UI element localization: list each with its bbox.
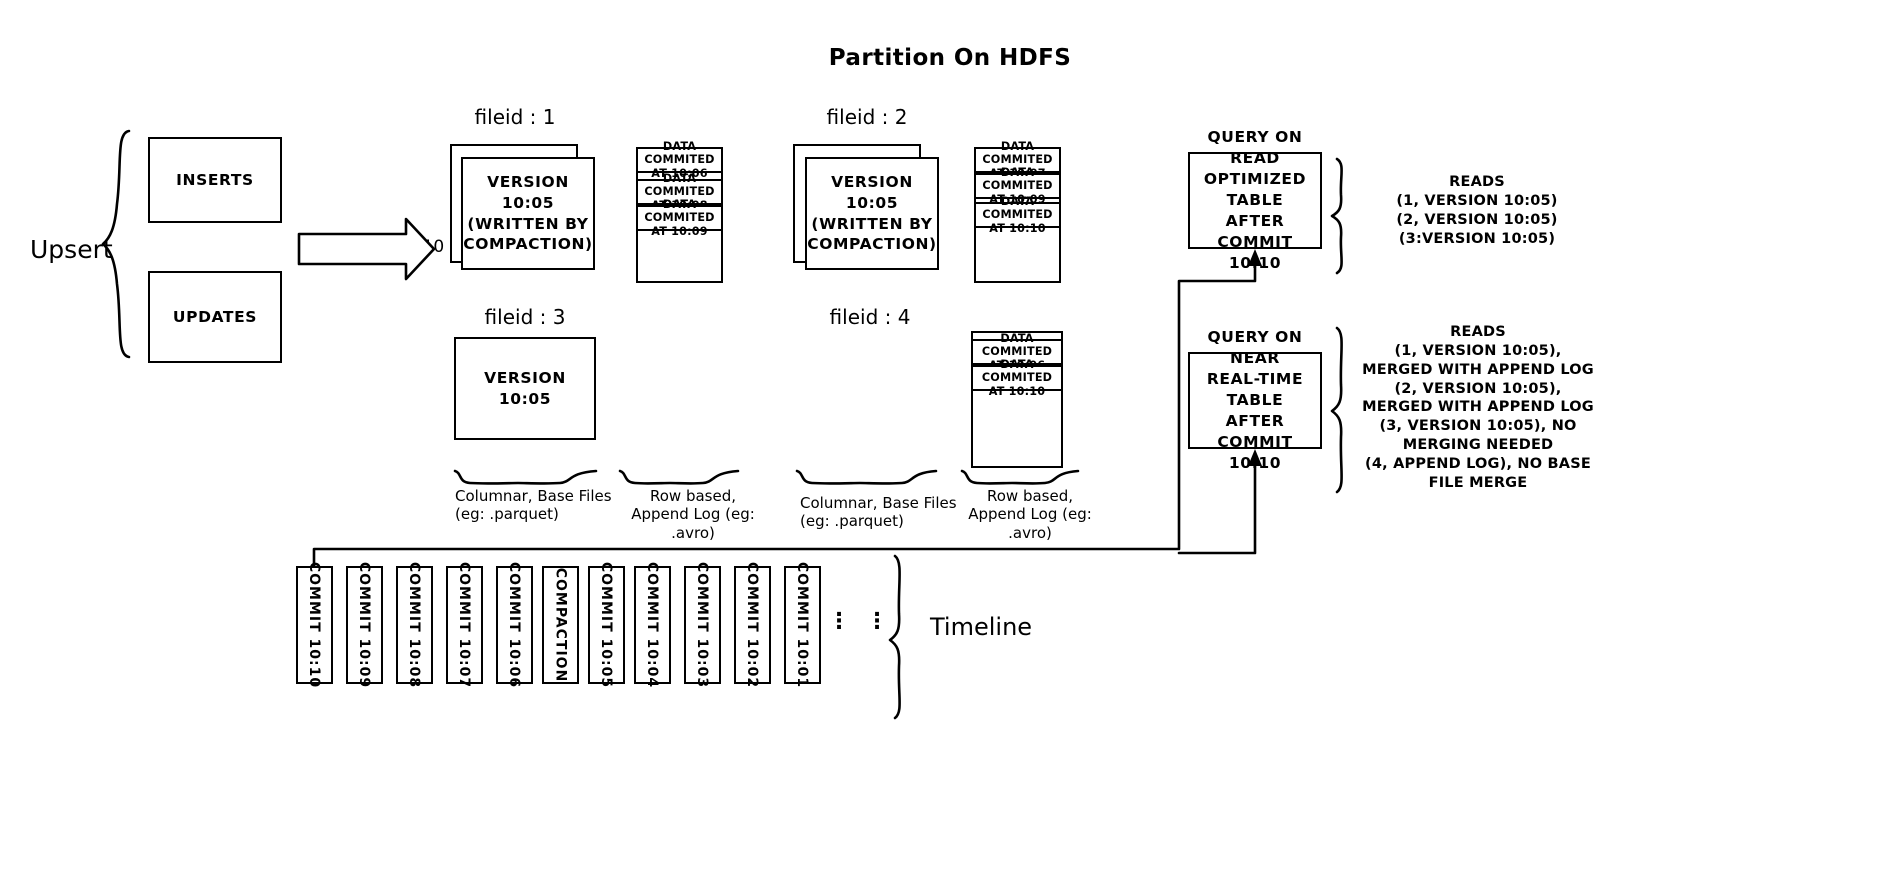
query-near-real-time-label: QUERY ON NEAR REAL-TIME TABLE AFTER COMM… — [1206, 328, 1304, 472]
timeline-item-label: COMMIT 10:07 — [456, 561, 473, 689]
timeline-item-label: COMMIT 10:10 — [306, 561, 323, 689]
fileid-2-base-file: VERSION 10:05 (WRITTEN BY COMPACTION) — [805, 157, 939, 270]
timeline-item-label: COMMIT 10:05 — [598, 561, 615, 689]
timeline-item-6[interactable]: COMMIT 10:05 — [588, 562, 625, 688]
reads-near-real-time: READS (1, VERSION 10:05), MERGED WITH AP… — [1362, 324, 1594, 491]
brace-rowbased-right — [960, 469, 1080, 485]
fileid-2-log-entry-3: DATA COMMITED AT 10:10 — [974, 195, 1061, 235]
timeline-item-label: COMMIT 10:08 — [406, 561, 423, 689]
fileid-1-log-entry-1: DATA COMMITED AT 10:06 — [636, 140, 723, 180]
fileid-1-base-file: VERSION 10:05 (WRITTEN BY COMPACTION) — [461, 157, 595, 270]
query-read-optimized-label: QUERY ON READ OPTIMIZED TABLE AFTER COMM… — [1203, 128, 1307, 272]
brace-columnar-right — [795, 469, 938, 485]
fileid-4-log-entry-2: DATA COMMITED AT 10:10 — [971, 358, 1063, 398]
fileid-3-base-file-label: VERSION 10:05 — [484, 368, 566, 408]
timeline-item-10[interactable]: COMMIT 10:01 — [784, 562, 821, 688]
timeline-item-label: COMMIT 10:03 — [694, 561, 711, 689]
timeline-item-2[interactable]: COMMIT 10:08 — [396, 562, 433, 688]
upsert-label: Upsert — [30, 235, 113, 264]
timeline-ellipsis-2: ⋮ — [866, 609, 889, 634]
timeline-item-label: COMMIT 10:04 — [644, 561, 661, 689]
brace-timeline — [888, 554, 901, 720]
timeline-ellipsis-1: ⋮ — [828, 609, 851, 634]
fileid-1-heading: fileid : 1 — [474, 105, 556, 129]
caption-rowbased-left: Row based, Append Log (eg: .avro) — [631, 487, 755, 542]
log-entry-text: DATA COMMITED AT 10:06 — [644, 139, 715, 180]
timeline-item-3[interactable]: COMMIT 10:07 — [446, 562, 483, 688]
timeline-label: Timeline — [930, 613, 1033, 641]
fileid-4-heading: fileid : 4 — [829, 305, 911, 329]
timeline-item-9[interactable]: COMMIT 10:02 — [734, 562, 771, 688]
timeline-item-8[interactable]: COMMIT 10:03 — [684, 562, 721, 688]
updates-box: UPDATES — [148, 271, 282, 363]
commit-arrow-label: Commit 10:10 — [323, 237, 445, 257]
fileid-1-base-file-label: VERSION 10:05 (WRITTEN BY COMPACTION) — [463, 172, 593, 254]
fileid-2-heading: fileid : 2 — [826, 105, 908, 129]
fileid-2-log-entry-2: DATA COMMITED AT 10:09 — [974, 166, 1061, 206]
brace-columnar-left — [453, 469, 598, 485]
log-entry-text: DATA COMMITED AT 10:10 — [982, 194, 1053, 235]
brace-reads-near-real-time — [1330, 326, 1343, 494]
updates-label: UPDATES — [172, 307, 258, 326]
connector-to-near-real-time — [1177, 460, 1257, 555]
fileid-3-heading: fileid : 3 — [484, 305, 566, 329]
log-entry-text: DATA COMMITED AT 10:10 — [981, 357, 1053, 398]
timeline-item-label: COMPACTION — [552, 567, 569, 683]
query-read-optimized-box: QUERY ON READ OPTIMIZED TABLE AFTER COMM… — [1188, 128, 1322, 272]
inserts-label: INSERTS — [176, 170, 254, 189]
timeline-item-0[interactable]: COMMIT 10:10 — [296, 562, 333, 688]
log-entry-text: DATA COMMITED AT 10:09 — [644, 197, 715, 238]
page-title: Partition On HDFS — [828, 45, 1072, 71]
timeline-item-4[interactable]: COMMIT 10:06 — [496, 562, 533, 688]
timeline-item-7[interactable]: COMMIT 10:04 — [634, 562, 671, 688]
timeline-item-label: COMMIT 10:01 — [794, 561, 811, 689]
timeline-item-label: COMMIT 10:09 — [356, 561, 373, 689]
brace-reads-read-optimized — [1330, 157, 1343, 275]
fileid-1-log-entry-3: DATA COMMITED AT 10:09 — [636, 198, 723, 238]
timeline-item-label: COMMIT 10:02 — [744, 561, 761, 689]
inserts-box: INSERTS — [148, 137, 282, 223]
fileid-3-base-file: VERSION 10:05 — [454, 337, 596, 440]
reads-read-optimized: READS (1, VERSION 10:05) (2, VERSION 10:… — [1396, 174, 1558, 247]
timeline-item-label: COMMIT 10:06 — [506, 561, 523, 689]
timeline-item-5[interactable]: COMPACTION — [542, 566, 579, 684]
timeline-item-1[interactable]: COMMIT 10:09 — [346, 562, 383, 688]
query-near-real-time-box: QUERY ON NEAR REAL-TIME TABLE AFTER COMM… — [1188, 328, 1322, 472]
brace-rowbased-left — [618, 469, 740, 485]
fileid-2-base-file-label: VERSION 10:05 (WRITTEN BY COMPACTION) — [807, 172, 937, 254]
caption-rowbased-right: Row based, Append Log (eg: .avro) — [968, 487, 1092, 542]
